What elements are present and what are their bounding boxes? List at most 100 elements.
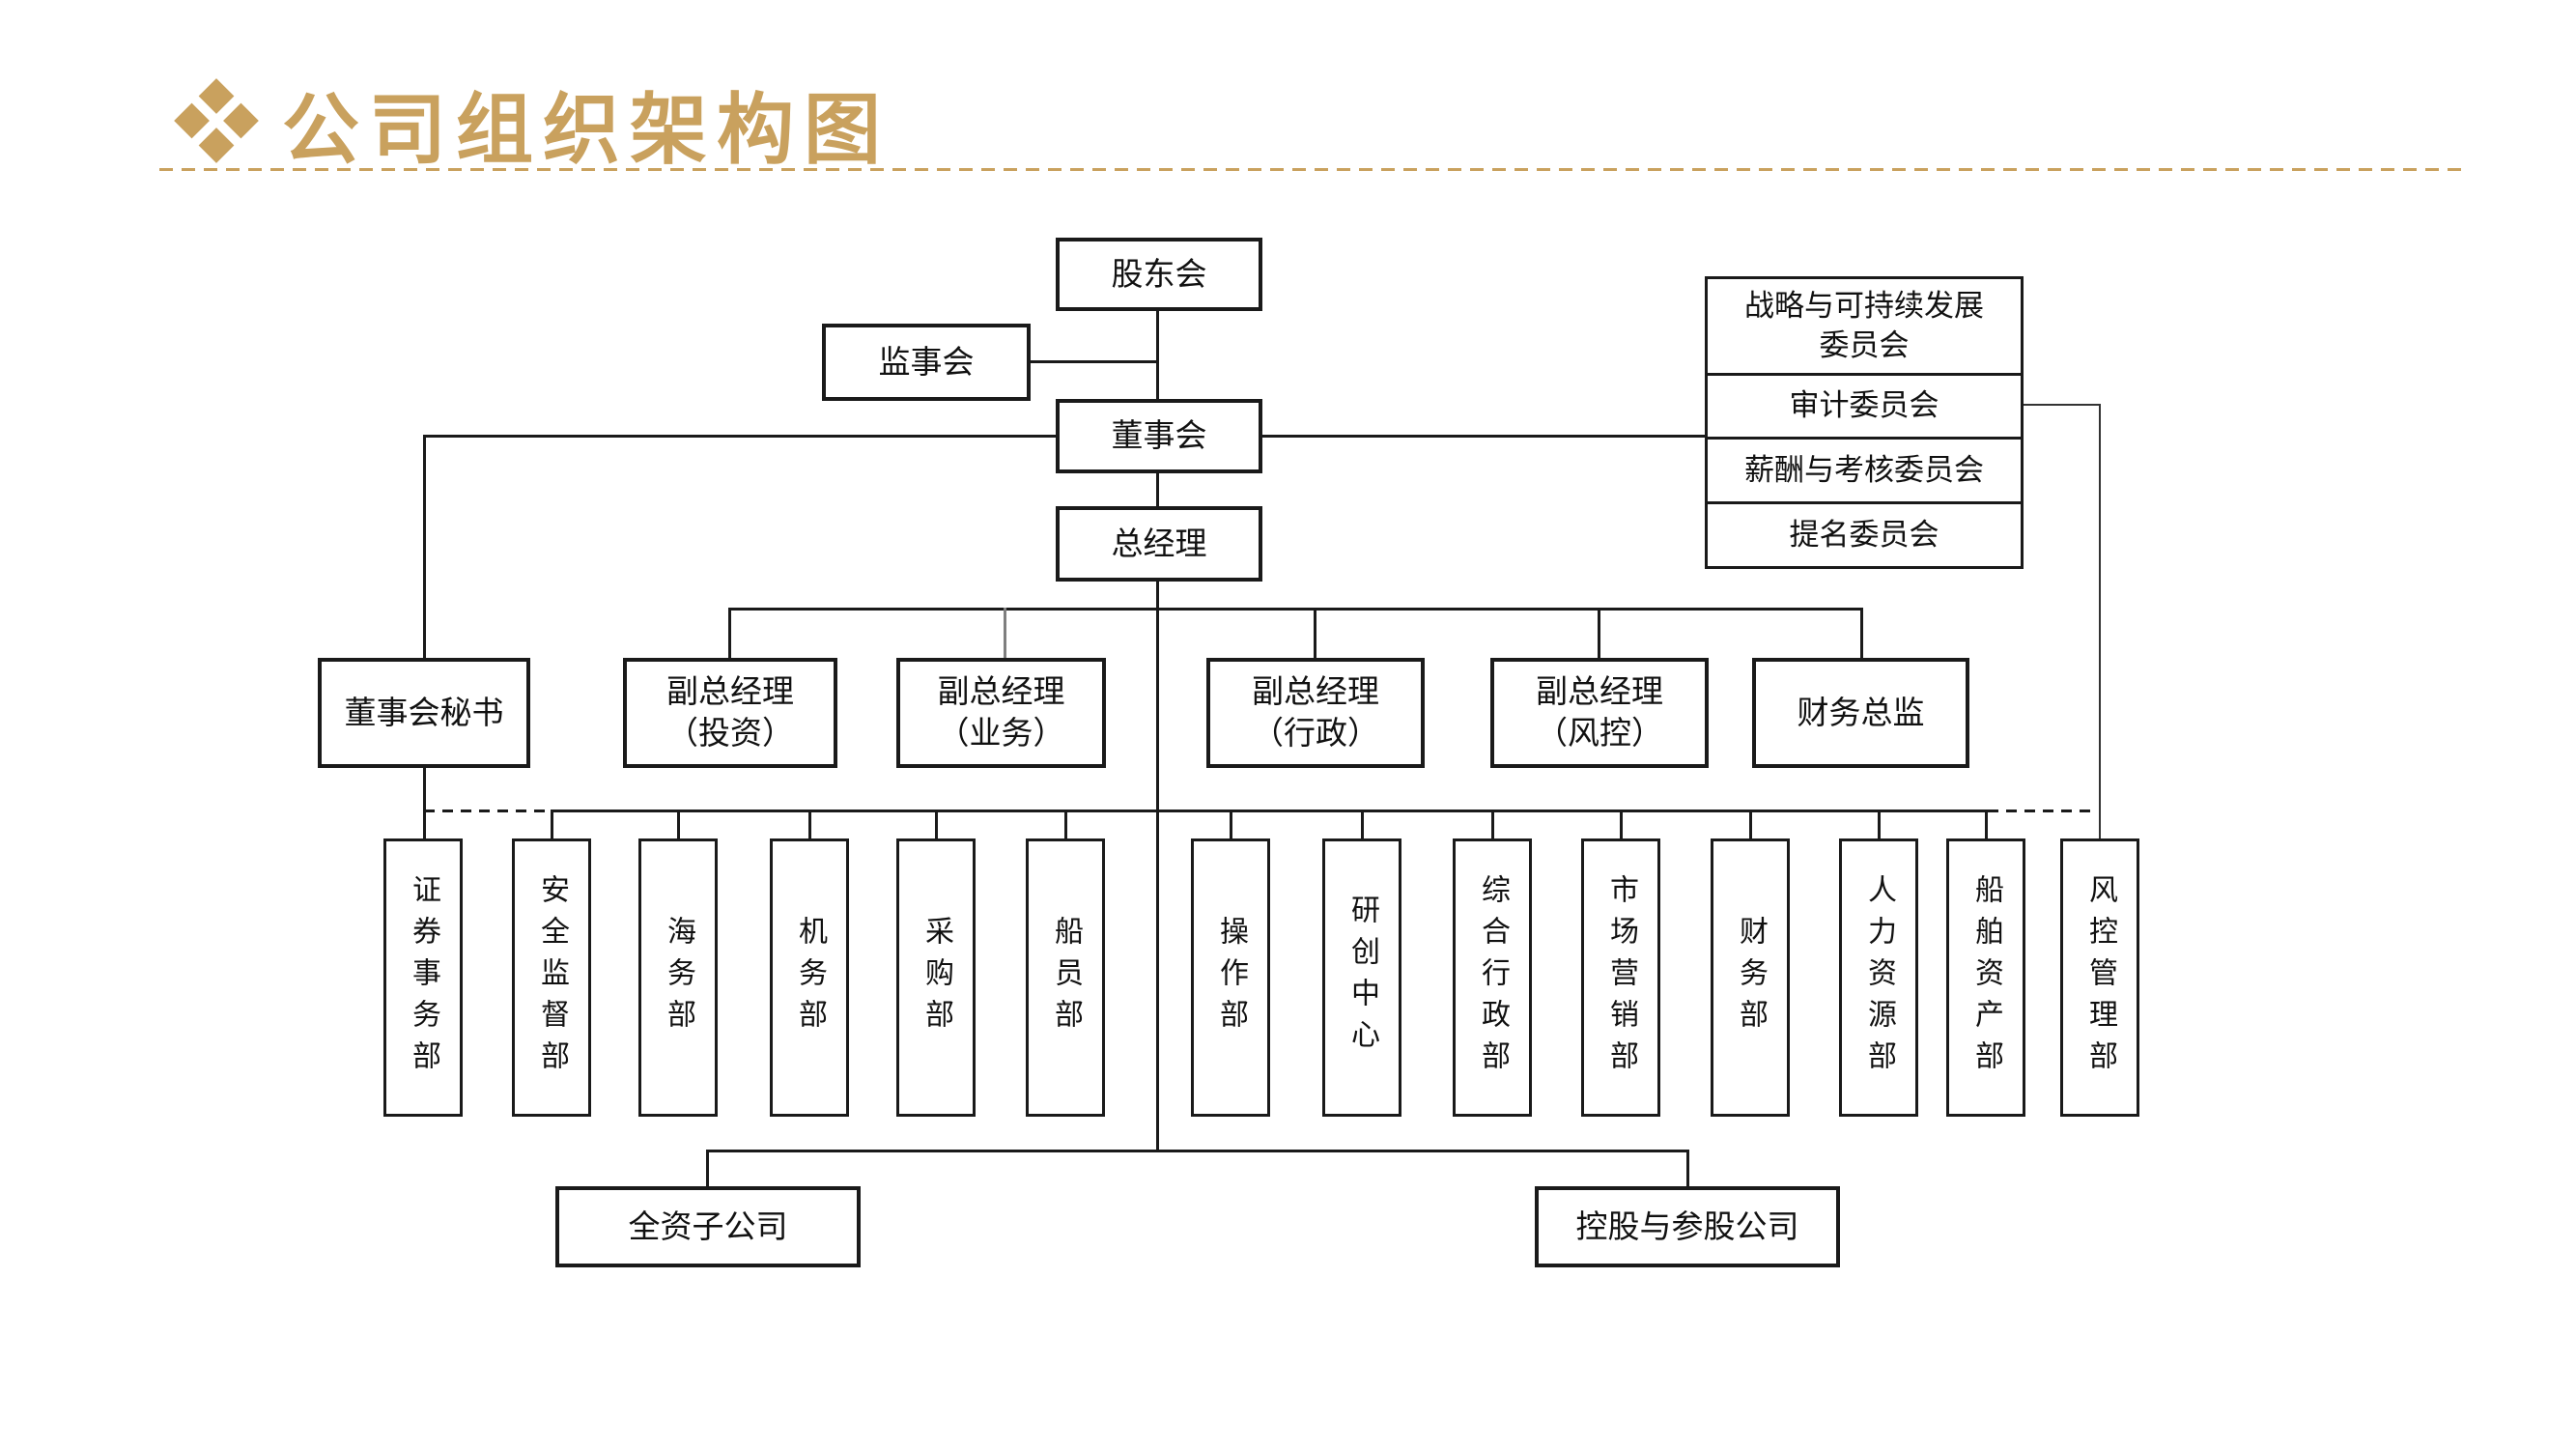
connector-dept-line (552, 810, 1988, 812)
diamond-tile (223, 102, 259, 139)
connector-cfo-drop (1860, 608, 1863, 658)
node-label: 财务部 (1735, 915, 1767, 1040)
title-dashed-rule (159, 168, 2470, 171)
node-label: 监事会 (878, 343, 975, 380)
node-label: 机务部 (794, 915, 826, 1040)
node-label: 船员部 (1050, 915, 1082, 1040)
diamond-tile (198, 78, 235, 114)
connector-vp-risk-drop (1598, 608, 1600, 658)
connector-dept-drop (1230, 810, 1232, 840)
connector-dept-line-dashed-right (1988, 810, 2096, 812)
diamond-cluster-icon (174, 78, 259, 163)
node-dept-human-resources: 人力资源部 (1839, 838, 1918, 1117)
node-label: 人力资源部 (1863, 873, 1895, 1082)
node-label: 研创中心 (1346, 895, 1378, 1061)
connector-dept-drop (1064, 810, 1067, 840)
node-label: 副总经理 (937, 673, 1065, 710)
node-wholly-owned-subsidiaries: 全资子公司 (555, 1186, 861, 1267)
node-label: 副总经理 (1536, 673, 1663, 710)
node-supervisory-board: 监事会 (822, 324, 1031, 401)
connector-shareholders-board (1156, 311, 1159, 401)
connector-supervisory (1029, 360, 1158, 363)
connector-secretary-drop (423, 435, 426, 658)
connector-audit-link-h (2022, 404, 2101, 406)
node-label: 副总经理 (1252, 673, 1379, 710)
node-label: 财务总监 (1797, 694, 1925, 730)
node-shareholders-meeting: 股东会 (1056, 238, 1262, 311)
node-dept-operations: 操作部 (1191, 838, 1270, 1117)
node-nomination-committee: 提名委员会 (1705, 501, 2024, 569)
node-label: 审计委员会 (1789, 388, 1939, 423)
node-label: （投资） (666, 715, 794, 751)
diamond-tile (174, 102, 210, 139)
connector-sub1-drop (706, 1150, 709, 1186)
connector-vp-business-drop (1004, 608, 1006, 658)
node-board-secretary: 董事会秘书 (318, 658, 530, 768)
node-label: 综合行政部 (1477, 873, 1509, 1082)
node-label: 副总经理 (666, 673, 794, 710)
node-label: 董事会 (1111, 417, 1207, 454)
node-audit-committee: 审计委员会 (1705, 373, 2024, 440)
node-dept-engineering: 机务部 (770, 838, 849, 1117)
connector-subsidiaries-line (708, 1150, 1689, 1152)
node-label: 委员会 (1819, 327, 1910, 362)
node-label: 采购部 (920, 915, 952, 1040)
connector-vp-invest-drop (728, 608, 731, 658)
node-dept-safety-supervision: 安全监督部 (512, 838, 591, 1117)
connector-dept-drop (1878, 810, 1881, 840)
connector-dept-drop (935, 810, 938, 840)
node-label: 总经理 (1111, 525, 1207, 561)
node-label: 船舶资产部 (1970, 873, 2002, 1082)
connector-dept-drop (1361, 810, 1364, 840)
node-dept-ship-assets: 船舶资产部 (1946, 838, 2025, 1117)
connector-secretary-dept (423, 768, 426, 840)
connector-gm-trunk (1156, 581, 1159, 1152)
connector-board-gm (1156, 472, 1159, 508)
connector-dept-drop (1749, 810, 1752, 840)
connector-board-committees (1262, 435, 1707, 438)
node-label: 安全监督部 (536, 873, 568, 1082)
node-remuneration-committee: 薪酬与考核委员会 (1705, 437, 2024, 504)
node-label: 市场营销部 (1605, 873, 1637, 1082)
connector-exec-line (728, 608, 1863, 611)
page-title: 公司组织架构图 (282, 87, 891, 173)
connector-dept-line-dashed-left (424, 810, 552, 812)
node-dept-securities: 证券事务部 (383, 838, 463, 1117)
node-dept-finance: 财务部 (1711, 838, 1790, 1117)
node-label: （风控） (1536, 715, 1663, 751)
node-label: 董事会秘书 (344, 694, 504, 730)
node-holding-companies: 控股与参股公司 (1535, 1186, 1840, 1267)
node-label: 全资子公司 (628, 1208, 788, 1244)
node-label: （业务） (937, 715, 1065, 751)
node-vp-business: 副总经理 （业务） (896, 658, 1106, 768)
node-label: 操作部 (1215, 915, 1247, 1040)
node-label: 海务部 (663, 915, 694, 1040)
connector-audit-link-v (2099, 404, 2101, 838)
node-dept-procurement: 采购部 (896, 838, 976, 1117)
node-dept-crew: 船员部 (1026, 838, 1105, 1117)
diamond-tile (198, 128, 235, 163)
connector-dept-drop (677, 810, 680, 840)
node-cfo: 财务总监 (1752, 658, 1969, 768)
node-label: 薪酬与考核委员会 (1744, 452, 1984, 487)
node-dept-general-admin: 综合行政部 (1453, 838, 1532, 1117)
node-label: 风控管理部 (2084, 873, 2116, 1082)
connector-vp-admin-drop (1314, 608, 1316, 658)
connector-sub2-drop (1686, 1150, 1689, 1186)
node-dept-marketing: 市场营销部 (1581, 838, 1660, 1117)
connector-dept-drop (1620, 810, 1623, 840)
node-general-manager: 总经理 (1056, 506, 1262, 582)
node-strategy-committee: 战略与可持续发展 委员会 (1705, 276, 2024, 376)
node-label: （行政） (1252, 715, 1379, 751)
connector-dept-drop (808, 810, 811, 840)
node-label: 战略与可持续发展 (1744, 289, 1984, 324)
node-label: 股东会 (1111, 255, 1207, 292)
node-dept-risk-management: 风控管理部 (2060, 838, 2139, 1117)
node-vp-risk: 副总经理 （风控） (1490, 658, 1709, 768)
node-board-of-directors: 董事会 (1056, 399, 1262, 473)
node-dept-research-center: 研创中心 (1322, 838, 1401, 1117)
node-label: 证券事务部 (408, 873, 439, 1082)
connector-board-left-arm (423, 435, 1058, 438)
node-vp-admin: 副总经理 （行政） (1206, 658, 1425, 768)
